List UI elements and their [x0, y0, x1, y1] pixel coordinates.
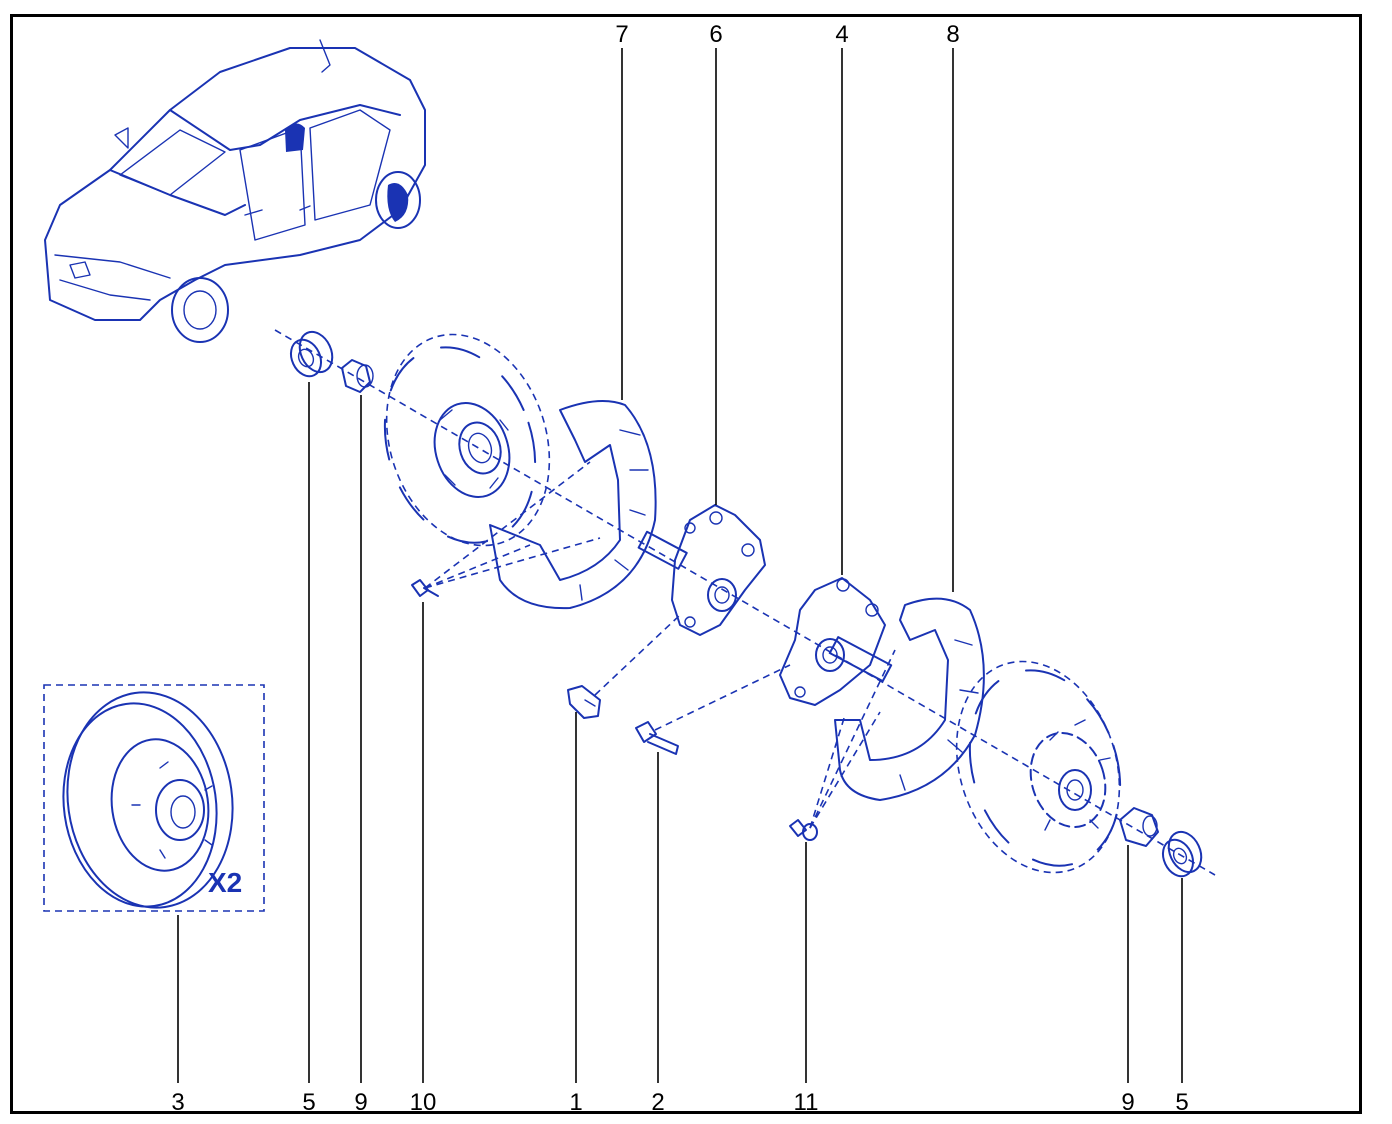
callout-9-left: 9 [354, 1089, 367, 1116]
callout-10: 10 [410, 1089, 437, 1116]
callout-3: 3 [171, 1089, 184, 1116]
right-brake-disc-ghost [955, 660, 1122, 874]
part-11-small-screw [789, 819, 818, 841]
callout-numbers-top: 7 6 4 8 [615, 21, 959, 48]
part-10-small-screw [411, 579, 439, 597]
diagram-frame [10, 14, 1362, 1114]
kit-badge: X2 [208, 867, 242, 898]
callout-5-left: 5 [302, 1089, 315, 1116]
part-2-bolt [635, 664, 791, 755]
part-4-right-stub-axle [779, 577, 893, 706]
callout-8: 8 [946, 21, 959, 48]
part-3-brake-disc-kit: X2 [43, 684, 265, 912]
callout-9-right: 9 [1121, 1089, 1134, 1116]
right-screw-guides [809, 649, 896, 829]
part-6-left-stub-axle [637, 504, 766, 636]
callout-2: 2 [651, 1089, 664, 1116]
leader-lines [177, 48, 1183, 1083]
part-9-left-hub-nut [341, 359, 374, 393]
callout-7: 7 [615, 21, 628, 48]
callout-11: 11 [794, 1089, 819, 1116]
part-7-left-backing-plate [489, 400, 657, 610]
left-brake-disc-ghost [383, 333, 551, 547]
callout-5-right: 5 [1175, 1089, 1188, 1116]
callout-6: 6 [709, 21, 722, 48]
axis-line [274, 329, 1216, 876]
kit-box [43, 684, 265, 912]
part-1-bolt [567, 685, 601, 719]
callout-4: 4 [835, 21, 848, 48]
part-5-left-dust-cap [289, 330, 334, 378]
part-9-right-hub-nut [1119, 807, 1159, 847]
callout-numbers-bottom: 3 5 9 10 1 2 11 9 5 [171, 1089, 1188, 1116]
left-screw-guides [424, 461, 681, 696]
part-5-right-dust-cap [1161, 830, 1203, 878]
car-illustration [44, 39, 426, 343]
callout-1: 1 [569, 1089, 582, 1116]
part-8-right-backing-plate [834, 597, 985, 801]
